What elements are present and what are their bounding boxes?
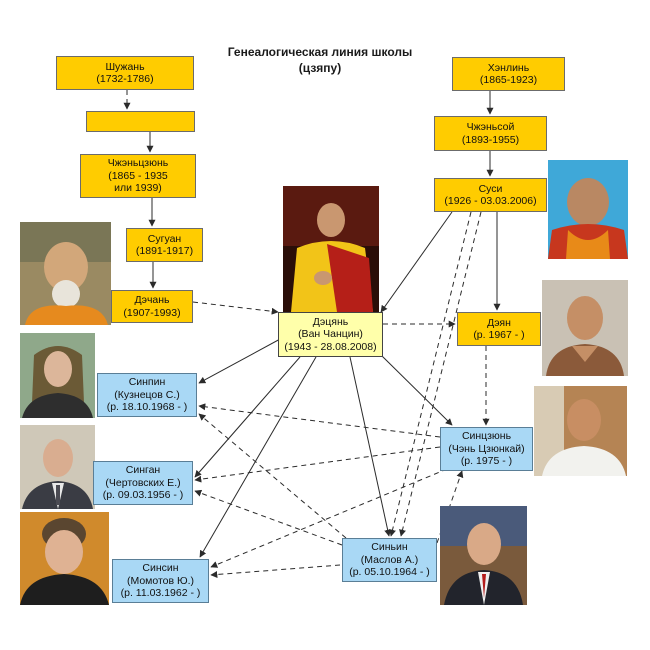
photo-susi (548, 160, 628, 259)
title-line-1: Генеалогическая линия школы (227, 45, 413, 59)
node-detsyan: Дэцянь (Ван Чанцин) (1943 - 28.08.2008) (278, 312, 383, 357)
link-detsyan-to-singan (194, 356, 301, 478)
node-dates-2: или 1939) (114, 182, 162, 195)
node-dates: (1926 - 03.03.2006) (444, 195, 537, 207)
photo-sinpin (20, 333, 95, 418)
node-dates: (р. 11.03.1962 - ) (120, 587, 201, 600)
link-detsyan-to-sintszyun (380, 354, 453, 426)
node-name: Суси (478, 182, 503, 195)
photo-sinin (440, 506, 527, 605)
photo-sinsin (20, 512, 109, 605)
node-chzhensoy: Чжэньсой (1893-1955) (434, 116, 547, 151)
link-dechan-to-detsyan (192, 301, 279, 315)
node-name: Синсин (142, 562, 179, 575)
link-sintszyun-to-sinpin (198, 403, 441, 438)
node-dates-1: (1865 - 1935 (108, 169, 168, 182)
node-name: Чжэньсой (466, 121, 515, 133)
node-alias: (Маслов А.) (360, 553, 419, 566)
node-sintszyun: Синцзюнь (Чэнь Цзюнкай) (р. 1975 - ) (440, 427, 533, 471)
node-sinin: Синьин (Маслов А.) (р. 05.10.1964 - ) (342, 538, 437, 582)
node-susi: Суси (1926 - 03.03.2006) (434, 178, 547, 212)
node-sinpin: Синпин (Кузнецов С.) (р. 18.10.1968 - ) (97, 373, 197, 417)
node-shuzhan: Шужань (1732-1786) (56, 56, 194, 90)
node-khenlin: Хэнлинь (1865-1923) (452, 57, 565, 91)
node-deyan: Дэян (р. 1967 - ) (457, 312, 541, 346)
photo-detsyan (283, 186, 379, 312)
node-dates: (р. 05.10.1964 - ) (349, 566, 430, 579)
link-detsyan-to-sinpin (198, 337, 283, 384)
node-dates: (1891-1917) (135, 245, 194, 257)
node-sinsin: Синсин (Момотов Ю.) (р. 11.03.1962 - ) (112, 559, 209, 603)
node-name: Чжэньцзюнь (107, 157, 169, 170)
node-name: Хэнлинь (487, 61, 530, 74)
node-dechan: Дэчань (1907-1993) (111, 290, 193, 323)
node-dates: (р. 09.03.1956 - ) (102, 489, 184, 502)
node-dates: (1943 - 28.08.2008) (284, 340, 377, 353)
node-dates: (р. 18.10.1968 - ) (106, 401, 188, 414)
node-unknown (86, 111, 195, 132)
node-name: Дэчань (134, 294, 170, 306)
node-dates: (р. 1967 - ) (473, 329, 525, 341)
link-sinin-to-singan (194, 489, 343, 546)
node-alias: (Момотов Ю.) (126, 574, 195, 587)
node-name: Сугуан (147, 232, 182, 245)
link-susi-to-sinin (389, 211, 472, 537)
photo-sintszyun (534, 386, 627, 476)
node-name: Синьин (371, 541, 408, 554)
link-susi-to-sinin (399, 211, 482, 537)
node-dates: (1907-1993) (123, 306, 181, 319)
node-dates: (1893-1955) (461, 133, 520, 146)
node-alias: (Кузнецов С.) (114, 388, 180, 401)
diagram-title: Генеалогическая линия школы (цзяпу) (195, 44, 445, 76)
node-name: Дэян (487, 316, 511, 329)
node-name: Синцзюнь (461, 430, 512, 443)
link-sinin-to-sinsin (210, 564, 341, 579)
link-detsyan-to-sinin (349, 356, 392, 537)
node-chzhentszyun: Чжэньцзюнь (1865 - 1935 или 1939) (80, 154, 196, 198)
node-suguan: Сугуан (1891-1917) (126, 228, 203, 262)
node-name: Синган (125, 464, 161, 477)
node-name: Синпин (128, 376, 166, 389)
node-dates: (р. 1975 - ) (460, 455, 513, 468)
photo-singan (20, 425, 95, 509)
node-name: Шужань (105, 60, 145, 73)
photo-suguan (20, 222, 111, 325)
node-name: Дэцянь (312, 315, 349, 328)
photo-deyan (542, 280, 628, 376)
node-dates: (1732-1786) (96, 73, 154, 85)
node-alias: (Ван Чанцин) (298, 328, 363, 341)
node-alias: (Чертовских Е.) (105, 476, 181, 489)
title-line-2: (цзяпу) (298, 61, 342, 75)
link-sintszyun-to-sinsin (210, 468, 448, 568)
link-detsyan-to-sinsin (199, 356, 317, 558)
link-sintszyun-to-singan (194, 446, 441, 483)
node-dates: (1865-1923) (479, 74, 538, 86)
node-singan: Синган (Чертовских Е.) (р. 09.03.1956 - … (93, 461, 193, 505)
node-alias: (Чэнь Цзюнкай) (448, 442, 525, 455)
link-susi-to-detsyan (380, 211, 453, 313)
